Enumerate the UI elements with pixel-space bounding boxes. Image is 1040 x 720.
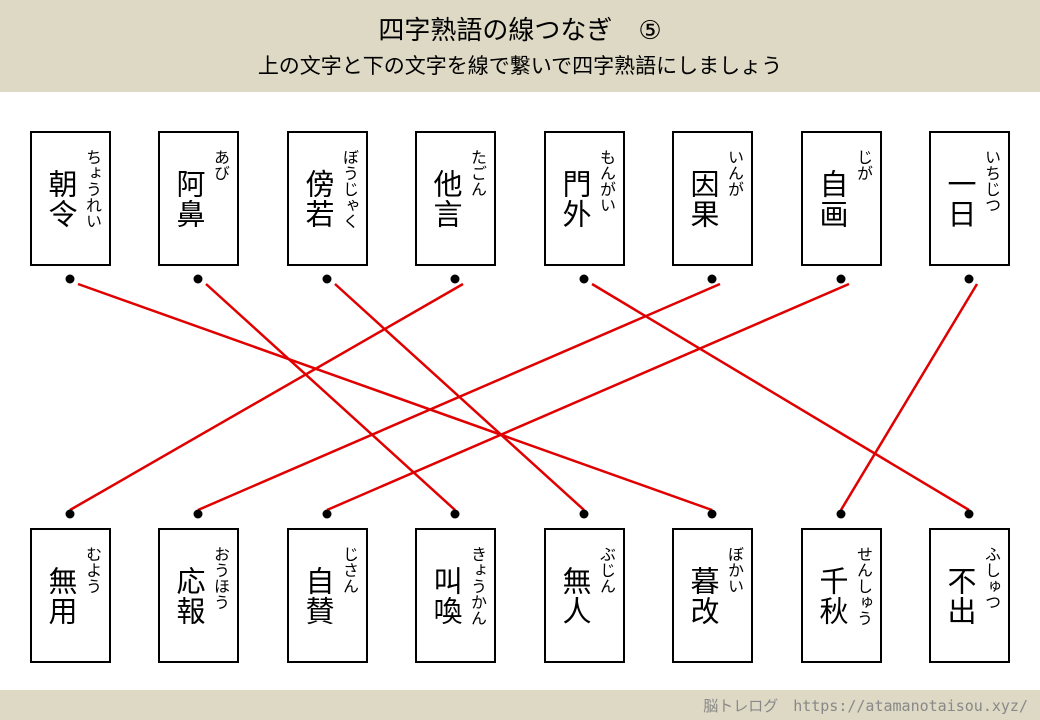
bottom-card[interactable]: 応報おうほう: [158, 528, 239, 663]
bottom-card[interactable]: 自賛じさん: [287, 528, 368, 663]
card-kanji: 門外: [558, 168, 592, 229]
connection-dot[interactable]: [193, 274, 203, 284]
connection-dot[interactable]: [65, 509, 75, 519]
card-kanji: 阿鼻: [172, 168, 206, 229]
connection-line: [326, 282, 850, 512]
card-kanji: 不出: [943, 565, 977, 626]
top-card[interactable]: 朝令ちょうれい: [30, 131, 111, 266]
card-kanji: 自画: [815, 168, 849, 229]
connection-line: [69, 282, 464, 512]
card-kanji: 暮改: [686, 565, 720, 626]
card-furigana: ぼかい: [725, 546, 744, 594]
top-card[interactable]: 阿鼻あび: [158, 131, 239, 266]
card-furigana: じさん: [340, 546, 359, 594]
card-furigana: せんしゅう: [854, 546, 873, 626]
bottom-card[interactable]: 千秋せんしゅう: [801, 528, 882, 663]
bottom-card[interactable]: 叫喚きょうかん: [415, 528, 496, 663]
connection-dot[interactable]: [322, 274, 332, 284]
card-furigana: ぼうじゃく: [340, 149, 359, 229]
connection-dot[interactable]: [65, 274, 75, 284]
bottom-card[interactable]: 暮改ぼかい: [672, 528, 753, 663]
connection-dot[interactable]: [836, 509, 846, 519]
bottom-card[interactable]: 無用むよう: [30, 528, 111, 663]
card-kanji: 因果: [686, 168, 720, 229]
connection-dot[interactable]: [836, 274, 846, 284]
card-kanji: 千秋: [815, 565, 849, 626]
card-furigana: ちょうれい: [83, 149, 102, 229]
connection-dot[interactable]: [579, 274, 589, 284]
card-furigana: もんがい: [597, 149, 616, 213]
card-kanji: 朝令: [44, 168, 78, 229]
header: 四字熟語の線つなぎ ⑤ 上の文字と下の文字を線で繋いで四字熟語にしましょう: [0, 0, 1040, 92]
card-kanji: 一日: [943, 168, 977, 229]
connection-line: [591, 282, 970, 512]
card-furigana: ふしゅつ: [982, 546, 1001, 610]
connection-dot[interactable]: [707, 509, 717, 519]
instructions: 上の文字と下の文字を線で繋いで四字熟語にしましょう: [257, 54, 783, 78]
connection-dot[interactable]: [450, 509, 460, 519]
card-kanji: 叫喚: [429, 565, 463, 626]
connection-line: [839, 283, 979, 511]
card-kanji: 無人: [558, 565, 592, 626]
connection-dot[interactable]: [450, 274, 460, 284]
card-furigana: いちじつ: [982, 149, 1001, 213]
card-furigana: じが: [854, 149, 873, 181]
top-card[interactable]: 自画じが: [801, 131, 882, 266]
top-card[interactable]: 他言たごん: [415, 131, 496, 266]
card-furigana: むよう: [83, 546, 102, 594]
card-furigana: たごん: [468, 149, 487, 197]
card-kanji: 無用: [44, 565, 78, 626]
connection-line: [205, 283, 456, 511]
card-kanji: 他言: [429, 168, 463, 229]
card-kanji: 応報: [172, 565, 206, 626]
card-furigana: いんが: [725, 149, 744, 197]
card-furigana: ぶじん: [597, 546, 616, 594]
connection-dot[interactable]: [193, 509, 203, 519]
connection-dot[interactable]: [964, 274, 974, 284]
top-card[interactable]: 傍若ぼうじゃく: [287, 131, 368, 266]
top-card[interactable]: 一日いちじつ: [929, 131, 1010, 266]
connection-dot[interactable]: [964, 509, 974, 519]
card-furigana: おうほう: [211, 546, 230, 610]
connection-dot[interactable]: [322, 509, 332, 519]
top-card[interactable]: 門外もんがい: [544, 131, 625, 266]
card-kanji: 自賛: [301, 565, 335, 626]
connection-dot[interactable]: [579, 509, 589, 519]
connection-line: [77, 282, 713, 512]
connection-dot[interactable]: [707, 274, 717, 284]
bottom-card[interactable]: 無人ぶじん: [544, 528, 625, 663]
card-furigana: あび: [211, 149, 230, 181]
footer: 脳トレログ https://atamanotaisou.xyz/: [0, 690, 1040, 720]
card-kanji: 傍若: [301, 168, 335, 229]
footer-credit: 脳トレログ https://atamanotaisou.xyz/: [703, 697, 1028, 715]
page-title: 四字熟語の線つなぎ ⑤: [378, 16, 662, 46]
connection-line: [197, 282, 721, 512]
bottom-card[interactable]: 不出ふしゅつ: [929, 528, 1010, 663]
top-card[interactable]: 因果いんが: [672, 131, 753, 266]
card-furigana: きょうかん: [468, 546, 487, 626]
